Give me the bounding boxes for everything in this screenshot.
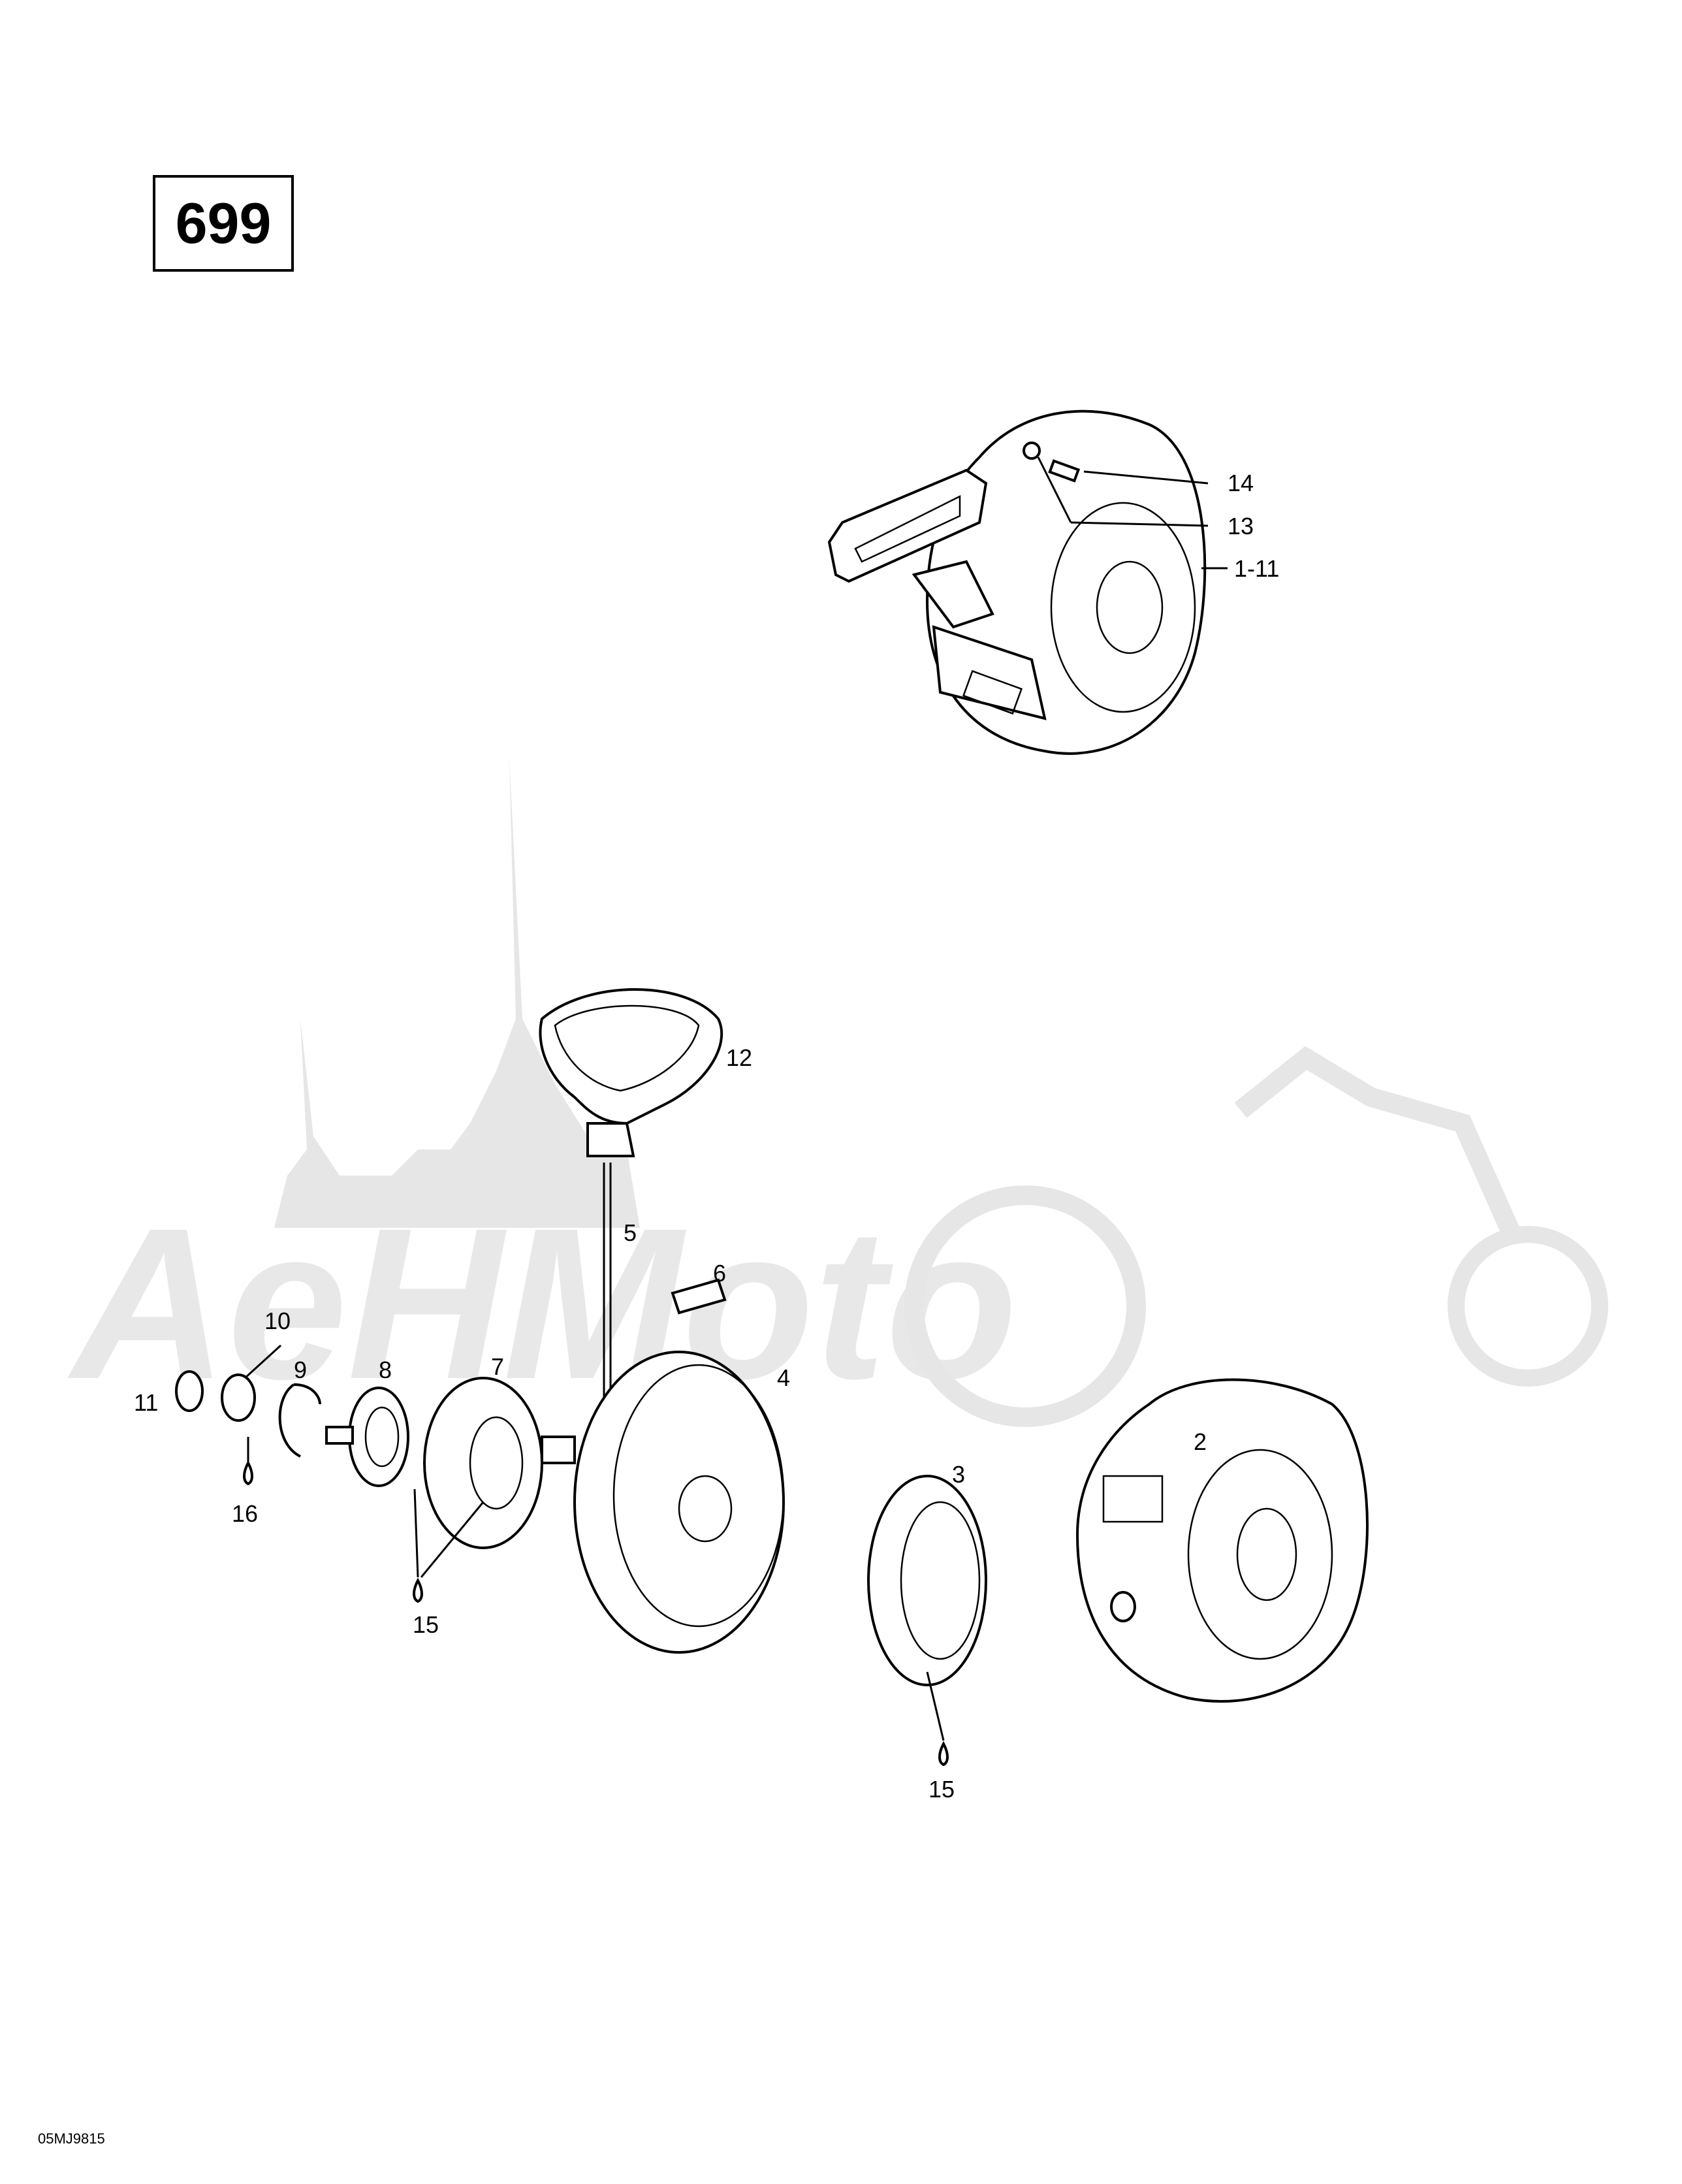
callout-3: 3 xyxy=(952,1461,965,1488)
watermark-text: AeHMoto xyxy=(65,1183,1017,1424)
spring-part xyxy=(221,1344,282,1422)
callout-14: 14 xyxy=(1228,470,1254,496)
grease-drop-icon xyxy=(938,1741,949,1767)
callout-12: 12 xyxy=(726,1044,752,1071)
friction-spring-part xyxy=(325,1387,409,1487)
callout-7: 7 xyxy=(491,1353,504,1380)
callout-6: 6 xyxy=(713,1260,726,1287)
pawl-part xyxy=(671,1278,727,1315)
drawing-code: 05MJ9815 xyxy=(38,2130,105,2147)
assembled-rewind-starter xyxy=(827,410,1207,755)
callout-11: 11 xyxy=(134,1389,158,1416)
circlip-part xyxy=(175,1370,204,1412)
leader-lines xyxy=(247,457,1228,1741)
starter-handle-part xyxy=(539,988,723,1157)
callout-13: 13 xyxy=(1228,513,1254,539)
rewind-spring-part xyxy=(867,1475,987,1686)
callout-16: 16 xyxy=(232,1500,258,1527)
callout-8: 8 xyxy=(379,1357,392,1383)
grease-drop-icon xyxy=(243,1460,253,1486)
rope-pulley-part xyxy=(573,1351,785,1654)
callout-15b: 15 xyxy=(928,1776,955,1803)
callout-5: 5 xyxy=(624,1219,637,1246)
callout-labels: 14 13 1-11 12 5 6 10 9 8 7 4 11 16 15 3 … xyxy=(134,470,1279,1803)
callout-2: 2 xyxy=(1194,1428,1207,1455)
starter-housing-part xyxy=(1075,1378,1369,1703)
grease-drop-icon xyxy=(413,1577,423,1603)
callout-10: 10 xyxy=(264,1308,291,1334)
cam-part xyxy=(423,1377,576,1549)
callout-9: 9 xyxy=(294,1357,307,1383)
clip-part xyxy=(278,1383,321,1458)
callout-4: 4 xyxy=(777,1364,790,1391)
callout-15a: 15 xyxy=(413,1611,439,1638)
page-number-badge: 699 xyxy=(153,175,294,272)
watermark: AeHMoto xyxy=(65,758,1608,1427)
callout-1-11: 1-11 xyxy=(1234,555,1279,582)
